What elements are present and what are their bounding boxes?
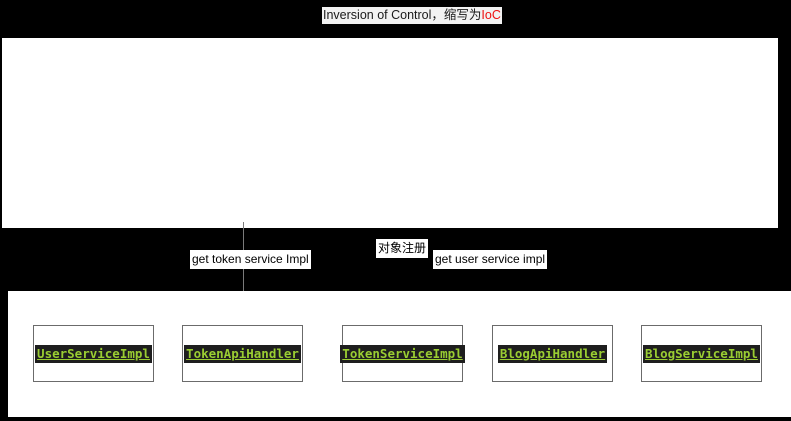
class-box-token-service-impl[interactable]: TokenServiceImpl [340,325,465,382]
class-label-user-service-impl: UserServiceImpl [35,344,152,363]
class-label-token-api-handler: TokenApiHandler [184,344,301,363]
label-get-token-service: get token service Impl [190,250,311,269]
connector-line-token [243,222,244,326]
class-label-token-service-impl: TokenServiceImpl [340,344,465,363]
label-object-register: 对象注册 [376,239,429,258]
class-box-blog-service-impl[interactable]: BlogServiceImpl [641,325,762,382]
page-title-accent: IoC [481,8,501,22]
class-box-user-service-impl[interactable]: UserServiceImpl [33,325,154,382]
page-title: Inversion of Control，缩写为IoC [322,7,502,24]
class-box-blog-api-handler[interactable]: BlogApiHandler [492,325,613,382]
class-label-blog-service-impl: BlogServiceImpl [643,344,760,363]
page-title-main: Inversion of Control，缩写为 [323,8,482,22]
class-box-token-api-handler[interactable]: TokenApiHandler [182,325,303,382]
label-get-user-service: get user service impl [433,250,548,269]
class-label-blog-api-handler: BlogApiHandler [497,344,608,363]
container-panel [2,38,778,228]
